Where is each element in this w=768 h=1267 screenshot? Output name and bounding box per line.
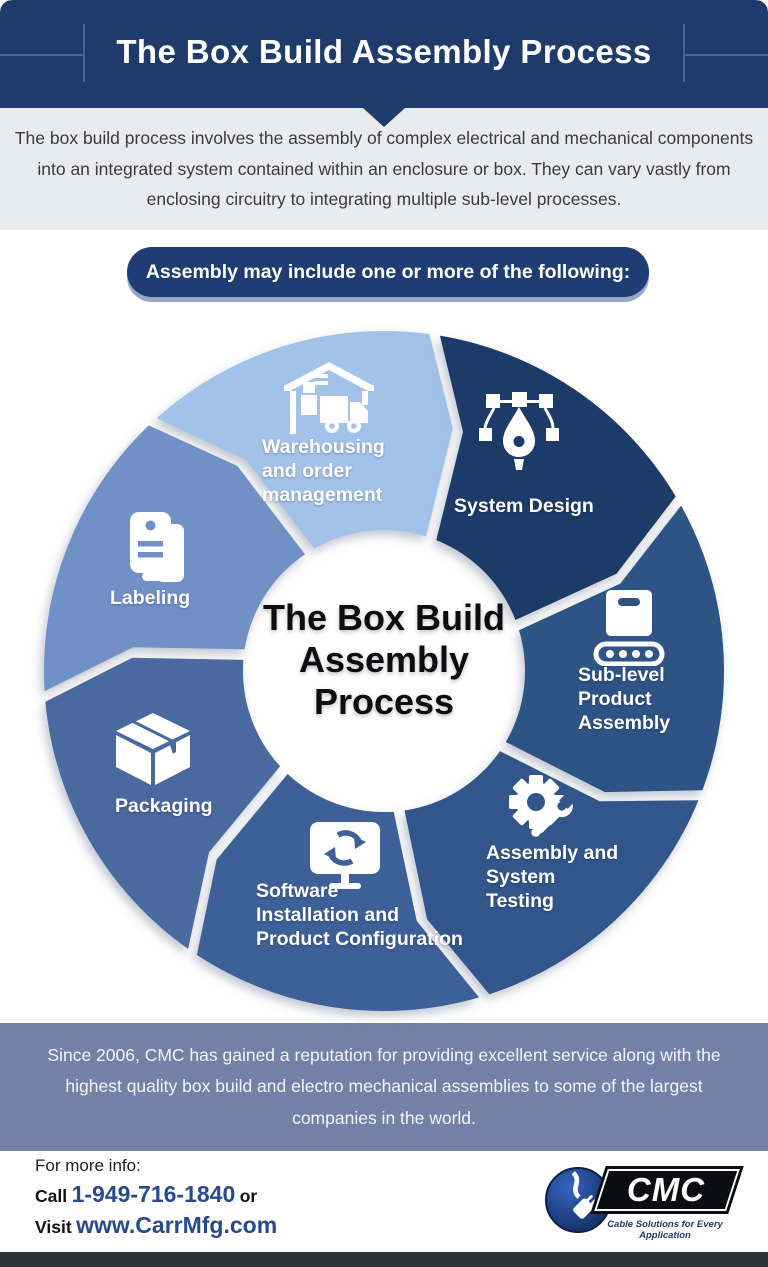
phone-number-link[interactable]: 1-949-716-1840	[71, 1181, 236, 1207]
intro-section: The box build process involves the assem…	[0, 108, 768, 230]
visit-label: Visit	[35, 1217, 72, 1237]
about-section: Since 2006, CMC has gained a reputation …	[0, 1023, 768, 1151]
pen-tool-icon	[479, 392, 559, 470]
header-notch	[363, 108, 405, 127]
wheel-center-title: The Box Build Assembly Process	[263, 597, 505, 723]
tags-icon	[130, 512, 184, 582]
page-title: The Box Build Assembly Process	[116, 33, 652, 70]
intro-text: The box build process involves the assem…	[14, 128, 754, 210]
cmc-logo: CMC Cable Solutions for Every Applicatio…	[545, 1163, 740, 1241]
about-text: Since 2006, CMC has gained a reputation …	[47, 1044, 721, 1128]
header-decor-line	[0, 54, 83, 56]
bottom-bar	[0, 1252, 768, 1267]
segment-label-sub-level-product-assembly: Sub-level Product Assembly	[578, 664, 671, 734]
or-label: or	[239, 1186, 258, 1206]
assembly-pill: Assembly may include one or more of the …	[127, 247, 649, 297]
assembly-pill-label: Assembly may include one or more of the …	[145, 260, 631, 283]
warehouse-truck-icon	[284, 362, 374, 434]
segment-label-warehousing: Warehousing and order management	[262, 436, 385, 506]
logo-wordmark: CMC	[626, 1171, 706, 1208]
header-decor-line	[83, 24, 85, 82]
header-decor-line	[685, 54, 768, 56]
contact-info: For more info: Call 1-949-716-1840 or Vi…	[35, 1156, 277, 1243]
cable-plug-icon	[571, 1171, 598, 1219]
wheel-segment-system-design	[436, 335, 676, 620]
logo-tagline: Cable Solutions for Every Application	[607, 1219, 723, 1241]
conveyor-box-icon	[593, 590, 665, 666]
gear-wrench-icon	[509, 775, 576, 837]
segment-label-system-design: System Design	[454, 495, 594, 517]
header-decor-line	[683, 24, 685, 82]
contact-info-heading: For more info:	[35, 1156, 141, 1175]
segment-label-software-installation: Software Installation and Product Config…	[256, 880, 463, 950]
segment-label-assembly-system-testing: Assembly and System Testing	[486, 842, 619, 912]
segment-label-labeling: Labeling	[110, 587, 191, 609]
segment-label-packaging: Packaging	[115, 795, 213, 817]
website-link[interactable]: www.CarrMfg.com	[76, 1212, 278, 1238]
call-label: Call	[35, 1186, 68, 1206]
package-box-icon	[116, 713, 190, 785]
header-banner: The Box Build Assembly Process	[0, 0, 768, 108]
